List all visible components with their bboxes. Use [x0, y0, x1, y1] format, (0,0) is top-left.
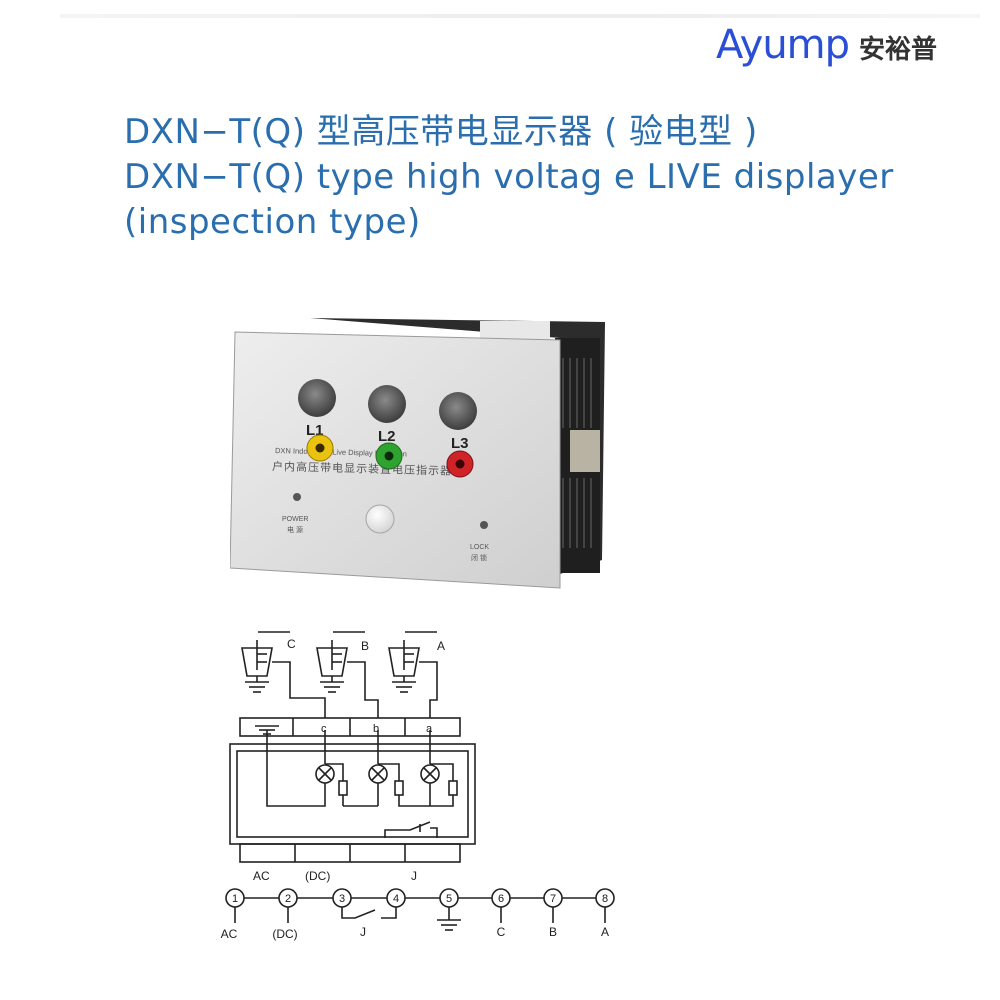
wiring-diagram: C B A c b a AC (DC) J [221, 631, 615, 941]
lock-label-cn: 闭 锁 [471, 553, 487, 562]
terminal-label-b: B [549, 925, 557, 939]
power-label-cn: 电 源 [287, 525, 303, 534]
self-test-button[interactable] [365, 504, 395, 534]
lock-led [480, 521, 488, 529]
title-line-cn: DXN−T(Q) 型高压带电显示器 ( 验电型 ) [124, 112, 758, 152]
terminal-label-ac: AC [221, 927, 238, 941]
indicator-label-l3: L3 [451, 435, 469, 452]
resistor-a [448, 780, 458, 796]
mounting-clip [570, 430, 600, 472]
device-label-strip [480, 321, 550, 343]
terminal-number-7: 7 [550, 893, 556, 905]
supply-label-ac: AC [253, 869, 270, 883]
tap-label-b: b [373, 723, 379, 735]
terminal-number-2: 2 [285, 893, 291, 905]
terminal-number-1: 1 [232, 893, 238, 905]
lock-label: LOCK [470, 544, 489, 551]
panel-text-cn: 户内高压带电显示装置电压指示器 [272, 459, 452, 478]
phase-label-c: C [287, 637, 296, 651]
terminal-number-6: 6 [498, 893, 504, 905]
power-led [293, 493, 301, 501]
sensor-b [316, 631, 379, 718]
phase-label-a: A [437, 639, 445, 653]
terminal-number-8: 8 [602, 893, 608, 905]
sensor-a [388, 631, 438, 718]
title-line-en: DXN−T(Q) type high voltag e LIVE display… [124, 157, 894, 197]
indicator-lens-l3 [439, 392, 477, 430]
supply-label-dc: (DC) [305, 869, 330, 883]
top-divider [60, 14, 980, 18]
indicator-lens-l1 [298, 379, 336, 417]
terminal-number-5: 5 [446, 893, 452, 905]
brand-logo: Ayump 安裕普 [716, 22, 937, 68]
tap-label-a: a [426, 723, 433, 735]
terminal-label-a: A [601, 925, 609, 939]
terminal-number-4: 4 [393, 893, 399, 905]
resistor-b [394, 780, 404, 796]
terminal-label-c: C [497, 925, 506, 939]
phase-label-b: B [361, 639, 369, 653]
power-label: POWER [282, 516, 308, 523]
terminal-label-dc: (DC) [272, 927, 297, 941]
sensor-c [241, 631, 326, 718]
resistor-c [338, 780, 348, 796]
device-photo: L1 L2 L3 DXN Indoor H.V. Live Display In… [230, 318, 605, 589]
brand-name: Ayump [716, 22, 850, 68]
indicator-lens-l2 [368, 385, 406, 423]
terminal-row [225, 888, 615, 931]
tap-label-c: c [321, 723, 327, 735]
terminal-label-j: J [360, 925, 366, 939]
brand-name-cjk: 安裕普 [859, 34, 938, 64]
title-line-type: (inspection type) [124, 202, 421, 242]
terminal-number-3: 3 [339, 893, 345, 905]
supply-label-j: J [411, 869, 417, 883]
product-title: DXN−T(Q) 型高压带电显示器 ( 验电型 ) DXN−T(Q) type … [124, 110, 894, 245]
indicator-label-l2: L2 [378, 428, 396, 445]
